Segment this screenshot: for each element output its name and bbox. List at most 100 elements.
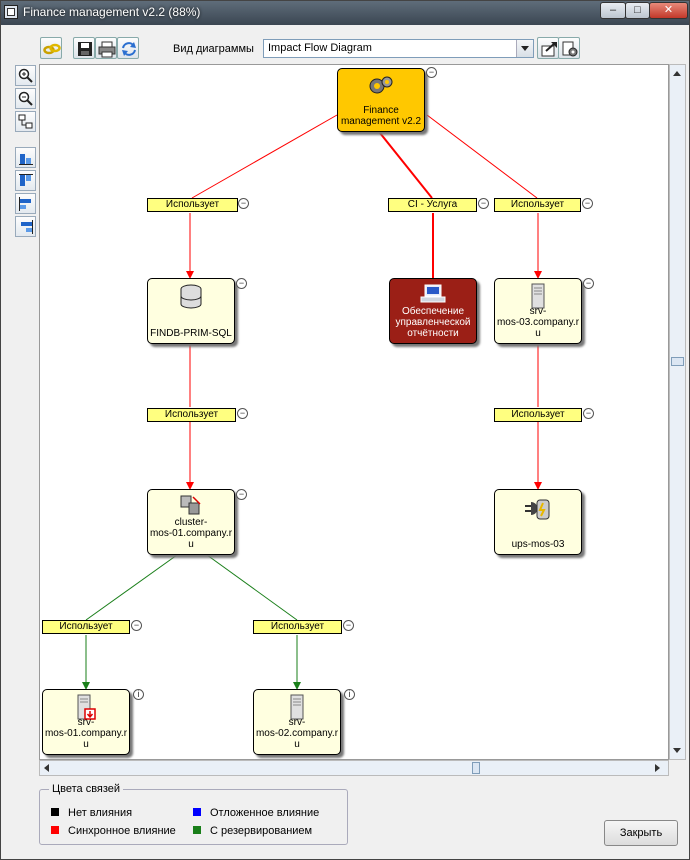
scroll-thumb[interactable] xyxy=(671,357,684,366)
legend-label: Нет влияния xyxy=(68,807,133,819)
relation-label: CI - Услуга xyxy=(388,198,477,212)
zoom-in-icon xyxy=(18,68,33,83)
save-button[interactable] xyxy=(73,37,95,59)
scroll-thumb[interactable] xyxy=(472,762,480,774)
diagram-type-select[interactable]: Impact Flow Diagram xyxy=(263,39,534,58)
align-bottom-button[interactable] xyxy=(15,147,36,168)
server-icon xyxy=(77,694,96,720)
export-icon xyxy=(541,42,557,57)
zoom-out-icon xyxy=(18,91,33,106)
collapse-toggle[interactable]: − xyxy=(343,620,354,631)
scroll-down-icon[interactable] xyxy=(673,748,681,753)
collapse-toggle[interactable]: − xyxy=(238,198,249,209)
collapse-toggle[interactable]: − xyxy=(582,198,593,209)
refresh-icon xyxy=(122,42,136,56)
color-swatch xyxy=(193,826,201,834)
node-label: cluster- mos-01.company.r u xyxy=(149,517,233,550)
window-title: Finance management v2.2 (88%) xyxy=(23,5,201,19)
align-left-icon xyxy=(19,197,31,211)
link-icon xyxy=(43,43,61,55)
fit-icon xyxy=(18,114,33,129)
collapse-toggle[interactable]: − xyxy=(236,278,247,289)
node-label: Finance management v2.2 xyxy=(340,105,422,127)
node-root-service[interactable]: Finance management v2.2 xyxy=(337,68,425,132)
link-root-ci xyxy=(379,132,433,199)
color-swatch xyxy=(51,826,59,834)
collapse-toggle[interactable]: − xyxy=(583,278,594,289)
legend-label: С резервированием xyxy=(210,825,313,837)
collapse-toggle[interactable]: − xyxy=(583,408,594,419)
connection-lines xyxy=(82,114,542,690)
align-bottom-icon xyxy=(19,154,33,165)
info-icon[interactable]: i xyxy=(344,689,355,700)
zoom-out-button[interactable] xyxy=(15,88,36,109)
print-button[interactable] xyxy=(95,37,117,59)
scroll-left-icon[interactable] xyxy=(44,764,49,772)
align-right-icon xyxy=(21,220,33,234)
relation-label: Использует xyxy=(147,198,238,212)
diagram-canvas[interactable]: Finance management v2.2 − Использует − C… xyxy=(39,64,669,760)
relation-label: Использует xyxy=(42,620,130,634)
toolbar: Вид диаграммы Impact Flow Diagram xyxy=(1,37,689,63)
diagram-type-value: Impact Flow Diagram xyxy=(268,42,372,54)
database-icon xyxy=(180,284,202,309)
cluster-icon xyxy=(180,495,201,515)
collapse-toggle[interactable]: − xyxy=(478,198,489,209)
close-button[interactable]: Закрыть xyxy=(604,820,678,846)
collapse-toggle[interactable]: − xyxy=(236,489,247,500)
monitor-icon xyxy=(420,284,446,303)
info-icon[interactable]: i xyxy=(133,689,144,700)
collapse-toggle[interactable]: − xyxy=(131,620,142,631)
zoom-in-button[interactable] xyxy=(15,65,36,86)
diagram-tools-sidebar xyxy=(15,65,37,245)
close-window-button[interactable]: ✕ xyxy=(649,2,688,19)
align-left-button[interactable] xyxy=(15,193,36,214)
fit-button[interactable] xyxy=(15,111,36,132)
horizontal-scrollbar[interactable] xyxy=(39,760,669,776)
diagram-type-label: Вид диаграммы xyxy=(173,43,254,55)
chevron-down-icon[interactable] xyxy=(516,40,533,57)
node-srv-mos-01[interactable]: srv- mos-01.company.r u xyxy=(42,689,130,755)
minimize-button[interactable]: – xyxy=(600,2,626,19)
gears-icon xyxy=(369,76,393,94)
scroll-up-icon[interactable] xyxy=(673,71,681,76)
node-label: srv- mos-02.company.r u xyxy=(255,717,339,750)
node-ups-mos-03[interactable]: ups-mos-03 xyxy=(494,489,582,555)
link-colors-legend: Цвета связей Нет влияния Отложенное влия… xyxy=(39,783,348,845)
node-label: Обеспечение управленческой отчётности xyxy=(395,306,471,339)
color-swatch xyxy=(51,808,59,816)
vertical-scrollbar[interactable] xyxy=(669,64,686,760)
align-top-button[interactable] xyxy=(15,170,36,191)
node-label: srv- mos-03.company.r u xyxy=(496,306,580,339)
node-srv-mos-02[interactable]: srv- mos-02.company.r u xyxy=(253,689,341,755)
print-icon xyxy=(98,41,116,58)
save-icon xyxy=(78,42,92,56)
settings-icon xyxy=(562,41,578,57)
color-swatch xyxy=(193,808,201,816)
link-cluster-uses-right xyxy=(206,554,298,621)
node-reporting-service[interactable]: Обеспечение управленческой отчётности xyxy=(389,278,477,344)
node-cluster-mos-01[interactable]: cluster- mos-01.company.r u xyxy=(147,489,235,555)
link-button[interactable] xyxy=(40,37,62,59)
collapse-toggle[interactable]: − xyxy=(237,408,248,419)
align-right-button[interactable] xyxy=(15,216,36,237)
collapse-toggle[interactable]: − xyxy=(426,67,437,78)
maximize-button[interactable]: □ xyxy=(625,2,650,19)
link-cluster-uses-left xyxy=(85,554,178,621)
server-icon xyxy=(531,283,545,309)
title-bar[interactable]: Finance management v2.2 (88%) – □ ✕ xyxy=(1,1,689,25)
node-findb[interactable]: FINDB-PRIM-SQL xyxy=(147,278,235,344)
legend-title: Цвета связей xyxy=(49,783,124,795)
link-root-uses-left xyxy=(191,114,338,199)
window-icon xyxy=(4,5,18,19)
relation-label: Использует xyxy=(253,620,342,634)
node-label: srv- mos-01.company.r u xyxy=(44,717,128,750)
scroll-right-icon[interactable] xyxy=(655,764,660,772)
relation-label: Использует xyxy=(147,408,236,422)
export-button[interactable] xyxy=(537,37,559,59)
align-top-icon xyxy=(19,174,33,186)
node-srv-mos-03[interactable]: srv- mos-03.company.r u xyxy=(494,278,582,344)
settings-button[interactable] xyxy=(558,37,580,59)
refresh-button[interactable] xyxy=(117,37,139,59)
